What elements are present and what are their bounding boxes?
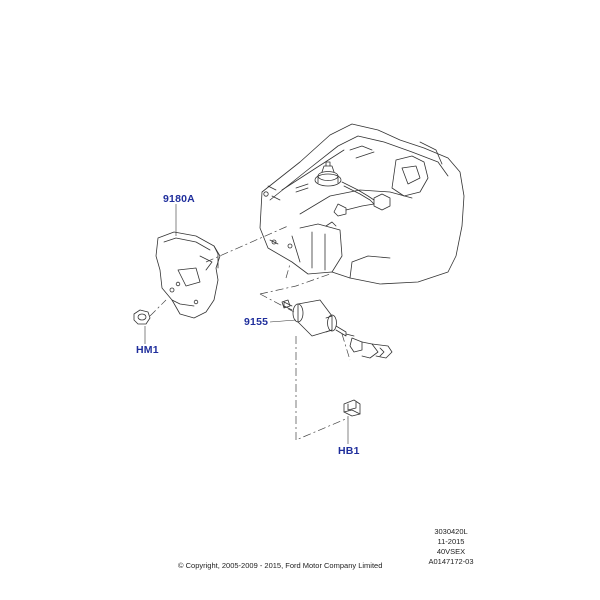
callout-hb1: HB1 — [338, 445, 360, 457]
callout-9155: 9155 — [244, 316, 269, 328]
drawing-info-block: 3030420L 11-2015 40VSEX A0147172-03 — [416, 527, 486, 567]
drawing-ref: A0147172-03 — [428, 557, 474, 566]
drawing-number: 3030420L — [434, 527, 468, 536]
assembly-lines — [149, 225, 351, 441]
drawing-date: 11-2015 — [437, 537, 465, 546]
callout-leaders — [144, 204, 349, 444]
drawing-series: 40VSEX — [436, 547, 466, 556]
nut-part — [133, 309, 151, 325]
callout-hm1: HM1 — [136, 344, 159, 356]
fuel-pump-module — [295, 161, 391, 217]
callout-9180a: 9180A — [163, 193, 195, 205]
clip-part — [343, 399, 361, 417]
heat-shield-bracket — [155, 231, 221, 319]
fuel-tank-assembly — [259, 123, 465, 285]
copyright-notice: © Copyright, 2005-2009 - 2015, Ford Moto… — [178, 561, 383, 570]
fuel-filter-part — [281, 299, 393, 359]
